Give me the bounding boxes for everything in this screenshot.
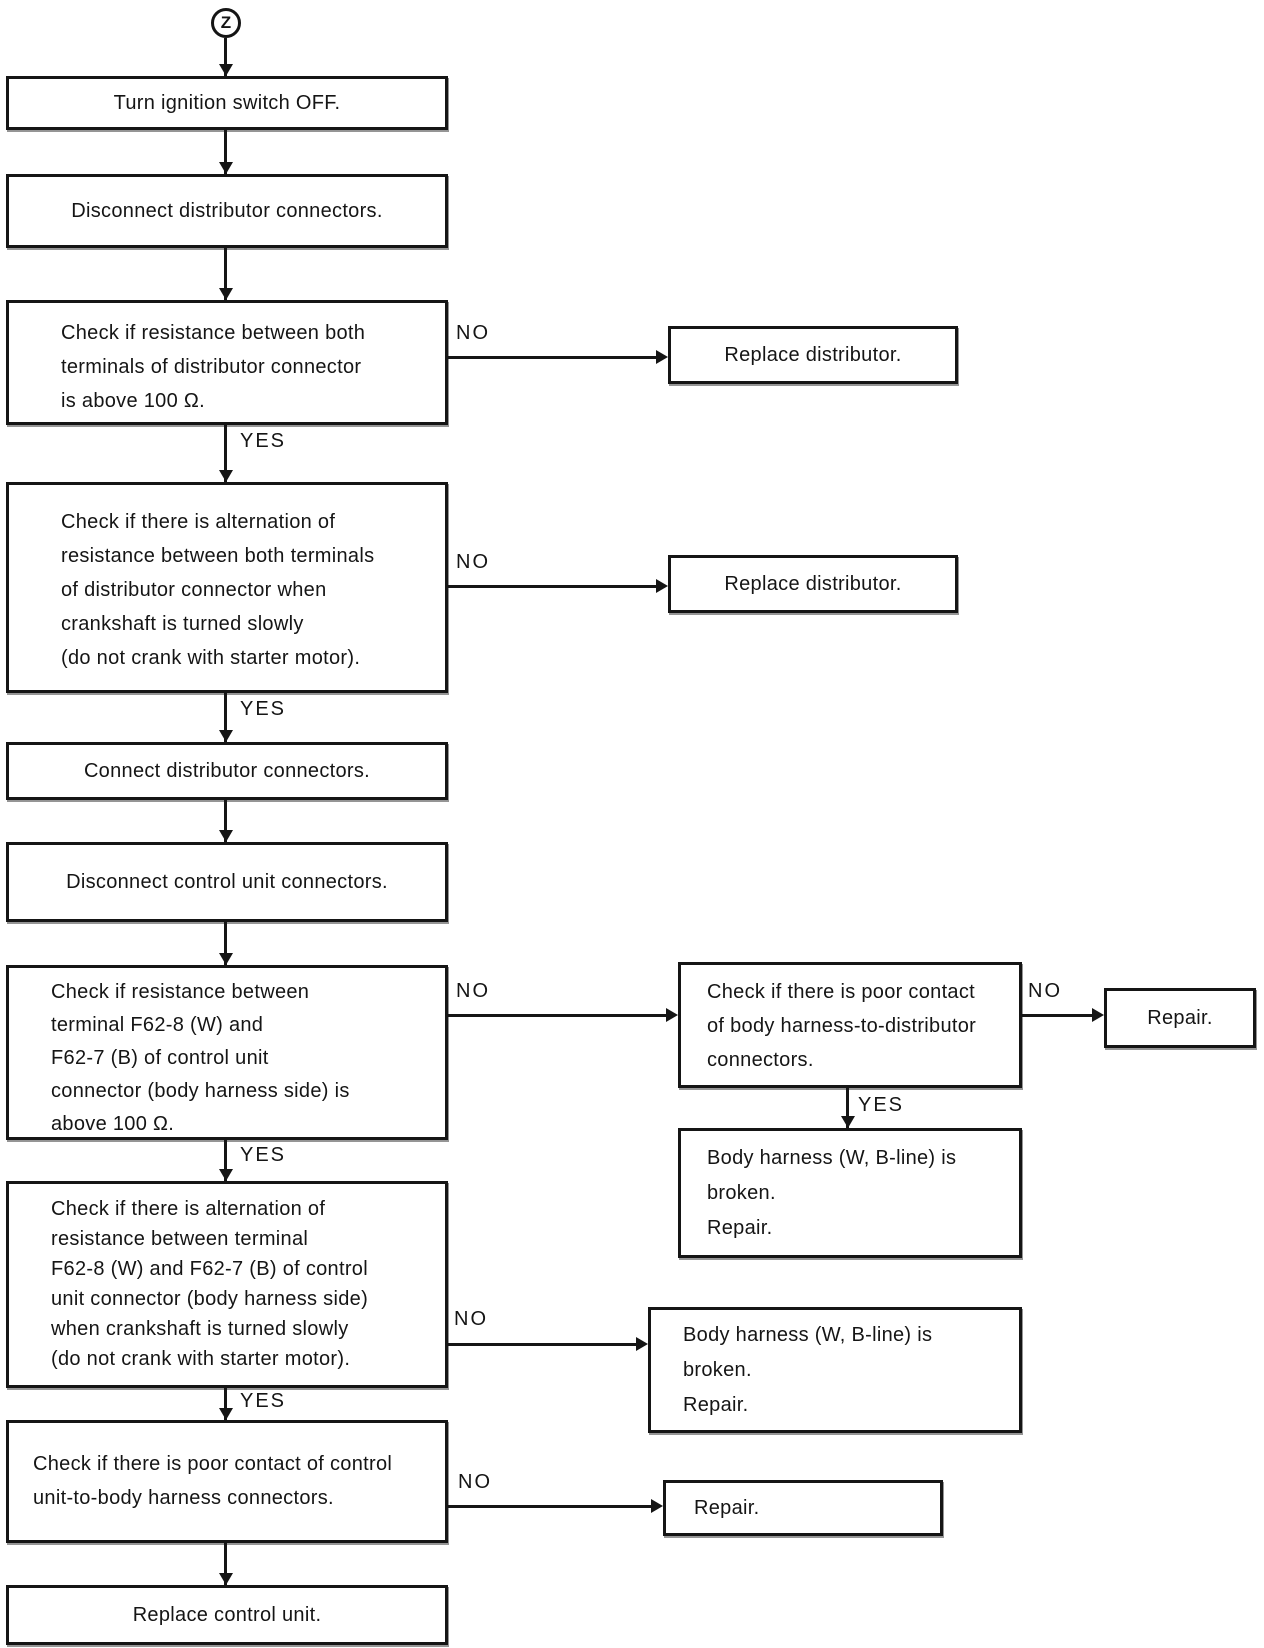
edge-ignition-to-disconnect — [224, 130, 227, 174]
arrowhead-down-icon — [219, 470, 233, 482]
edge-yes-check3-to-check4 — [224, 1140, 227, 1181]
arrowhead-right-icon — [636, 1337, 648, 1351]
arrowhead-right-icon — [1092, 1008, 1104, 1022]
no-label: NO — [456, 322, 490, 344]
arrowhead-right-icon — [666, 1008, 678, 1022]
yes-label: YES — [240, 698, 287, 720]
edge-no-to-repair2 — [448, 1505, 651, 1508]
edge-z-to-ignition — [224, 38, 227, 76]
arrowhead-down-icon — [219, 64, 233, 76]
edge-disconnect-to-check1 — [224, 248, 227, 300]
edge-yes-check2-to-connect — [224, 693, 227, 742]
no-label: NO — [456, 551, 490, 573]
arrowhead-down-icon — [219, 953, 233, 965]
edge-yes-check1-to-check2 — [224, 425, 227, 482]
node-check-alternation-distributor: Check if there is alternation of resista… — [6, 482, 448, 693]
yes-label: YES — [858, 1094, 905, 1116]
arrowhead-down-icon — [219, 288, 233, 300]
node-disconnect-control-unit-connectors: Disconnect control unit connectors. — [6, 842, 448, 922]
node-check-poor-contact-control-unit: Check if there is poor contact of contro… — [6, 1420, 448, 1543]
yes-label: YES — [240, 1144, 287, 1166]
no-label: NO — [454, 1308, 488, 1330]
node-disconnect-distributor-connectors: Disconnect distributor connectors. — [6, 174, 448, 248]
node-repair-2: Repair. — [663, 1480, 943, 1536]
node-replace-distributor-2: Replace distributor. — [668, 555, 958, 613]
edge-no-to-poor-contact — [448, 1014, 666, 1017]
edge-yes-check4-to-check5 — [224, 1388, 227, 1420]
connector-z-label: Z — [220, 13, 232, 32]
arrowhead-down-icon — [219, 830, 233, 842]
yes-label: YES — [240, 1390, 287, 1412]
edge-no-to-replace2 — [448, 585, 656, 588]
node-check-alternation-control-unit: Check if there is alternation of resista… — [6, 1181, 448, 1388]
arrowhead-down-icon — [219, 162, 233, 174]
edge-no-to-body-harness2 — [448, 1343, 636, 1346]
connector-z-icon: Z — [211, 8, 241, 38]
edge-no-to-replace1 — [448, 356, 658, 359]
arrowhead-down-icon — [219, 730, 233, 742]
edge-check5-to-replace-cu — [224, 1543, 227, 1585]
arrowhead-down-icon — [841, 1116, 855, 1128]
arrowhead-down-icon — [219, 1408, 233, 1420]
arrowhead-right-icon — [656, 579, 668, 593]
node-repair-1: Repair. — [1104, 988, 1256, 1048]
arrowhead-right-icon — [656, 350, 668, 364]
no-label: NO — [1028, 980, 1062, 1002]
node-turn-ignition-off: Turn ignition switch OFF. — [6, 76, 448, 130]
node-check-resistance-distributor: Check if resistance between both termina… — [6, 300, 448, 425]
edge-yes-to-body-harness1 — [846, 1088, 849, 1128]
node-replace-distributor-1: Replace distributor. — [668, 326, 958, 384]
node-body-harness-broken-2: Body harness (W, B-line) is broken. Repa… — [648, 1307, 1022, 1433]
node-check-poor-contact-body-harness: Check if there is poor contact of body h… — [678, 962, 1022, 1088]
edge-no-to-repair1 — [1022, 1014, 1092, 1017]
node-connect-distributor-connectors: Connect distributor connectors. — [6, 742, 448, 800]
node-check-resistance-control-unit: Check if resistance between terminal F62… — [6, 965, 448, 1140]
no-label: NO — [456, 980, 490, 1002]
arrowhead-down-icon — [219, 1573, 233, 1585]
node-replace-control-unit: Replace control unit. — [6, 1585, 448, 1645]
node-body-harness-broken-1: Body harness (W, B-line) is broken. Repa… — [678, 1128, 1022, 1258]
no-label: NO — [458, 1471, 492, 1493]
yes-label: YES — [240, 430, 287, 452]
arrowhead-right-icon — [651, 1499, 663, 1513]
edge-connect-to-disconnect-cu — [224, 800, 227, 842]
arrowhead-down-icon — [219, 1169, 233, 1181]
edge-disconnect-cu-to-check3 — [224, 922, 227, 965]
